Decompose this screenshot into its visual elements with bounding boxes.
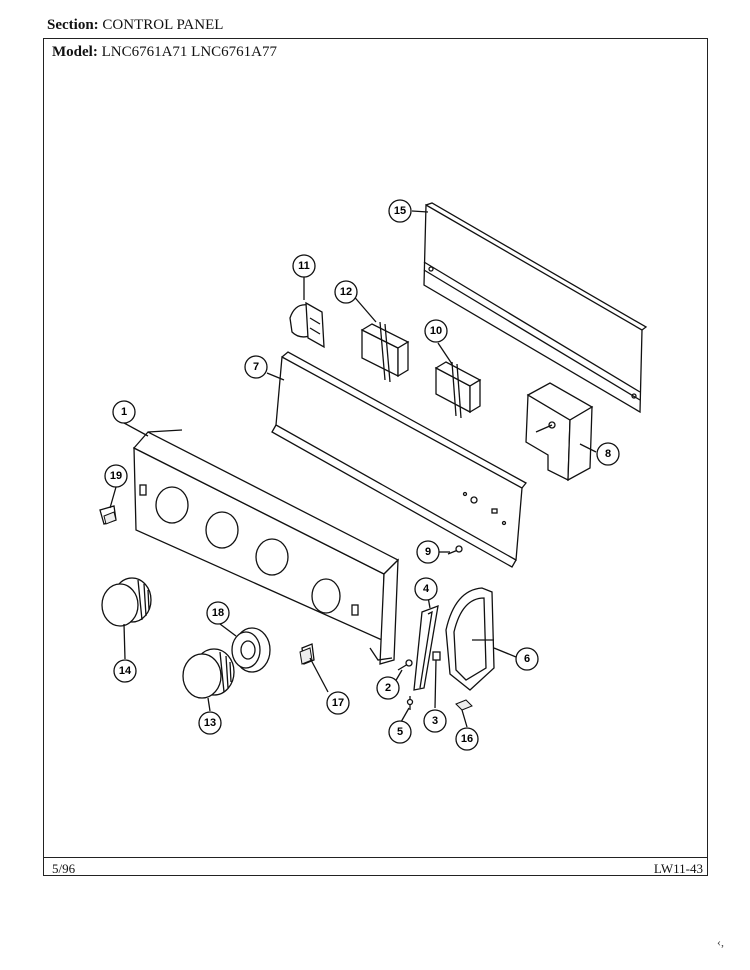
- svg-text:16: 16: [461, 733, 473, 745]
- callout-5: 5: [388, 720, 412, 744]
- part-10-switch: [434, 361, 482, 419]
- svg-text:7: 7: [253, 361, 259, 373]
- callout-15: 15: [388, 199, 412, 223]
- callout-8: 8: [596, 442, 620, 466]
- callout-1: 1: [112, 400, 136, 424]
- svg-text:12: 12: [340, 286, 352, 298]
- svg-text:11: 11: [298, 260, 310, 272]
- svg-text:8: 8: [605, 448, 611, 460]
- part-9-screw: [447, 545, 463, 555]
- callouts: 15 11 12 10 7 8 1 19 14 18 13 17 9 4 2 3…: [104, 199, 620, 751]
- callout-14: 14: [113, 659, 137, 683]
- footer-date: 5/96: [52, 861, 76, 876]
- part-19-clip: [99, 505, 117, 525]
- callout-10: 10: [424, 319, 448, 343]
- callout-7: 7: [244, 355, 268, 379]
- svg-text:17: 17: [332, 697, 344, 709]
- section-value: CONTROL PANEL: [102, 17, 224, 33]
- section-label: Section:: [47, 17, 99, 33]
- model-label: Model:: [52, 44, 98, 60]
- svg-text:3: 3: [432, 715, 438, 727]
- svg-text:1: 1: [121, 406, 127, 418]
- svg-text:9: 9: [425, 546, 431, 558]
- callout-18: 18: [206, 601, 230, 625]
- part-4-trim: [413, 604, 439, 691]
- svg-text:10: 10: [430, 325, 442, 337]
- callout-16: 16: [455, 727, 479, 751]
- model-header: Model: LNC6761A71 LNC6761A77: [52, 44, 277, 61]
- part-6-end-cap: [445, 587, 495, 691]
- part-1-console: [132, 429, 400, 665]
- part-5-screw: [406, 696, 414, 710]
- part-18-knob-skirt: [231, 627, 271, 673]
- callout-6: 6: [515, 647, 539, 671]
- part-7-panel-bracket: [271, 351, 527, 568]
- part-3-clip: [432, 651, 441, 661]
- svg-text:18: 18: [212, 607, 224, 619]
- svg-text:13: 13: [204, 717, 216, 729]
- callout-11: 11: [292, 254, 316, 278]
- callout-13: 13: [198, 711, 222, 735]
- part-13-knob: [182, 648, 235, 699]
- svg-text:5: 5: [397, 726, 403, 738]
- part-16-clip: [455, 699, 473, 711]
- svg-text:4: 4: [423, 583, 430, 595]
- callout-17: 17: [326, 691, 350, 715]
- section-header: Section: CONTROL PANEL: [47, 17, 223, 34]
- part-15-rear-panel: [423, 202, 648, 414]
- footer-code: LW11-43: [653, 861, 703, 876]
- svg-text:15: 15: [394, 205, 406, 217]
- part-8-timer: [525, 382, 594, 482]
- corner-mark: ‹,: [717, 935, 724, 949]
- svg-text:14: 14: [119, 665, 132, 677]
- footer-divider: [43, 857, 708, 858]
- svg-text:19: 19: [110, 470, 122, 482]
- callout-3: 3: [423, 709, 447, 733]
- callout-9: 9: [416, 540, 440, 564]
- callout-12: 12: [334, 280, 358, 304]
- model-value: LNC6761A71 LNC6761A77: [101, 44, 277, 60]
- diagram-frame: [43, 38, 708, 876]
- callout-19: 19: [104, 464, 128, 488]
- callout-2: 2: [376, 676, 400, 700]
- callout-4: 4: [414, 577, 438, 601]
- svg-text:6: 6: [524, 653, 530, 665]
- part-14-knob: [101, 577, 152, 627]
- part-11-bracket: [289, 301, 325, 349]
- part-2-screw: [397, 659, 413, 671]
- svg-text:2: 2: [385, 682, 391, 694]
- part-12-switch: [360, 321, 410, 383]
